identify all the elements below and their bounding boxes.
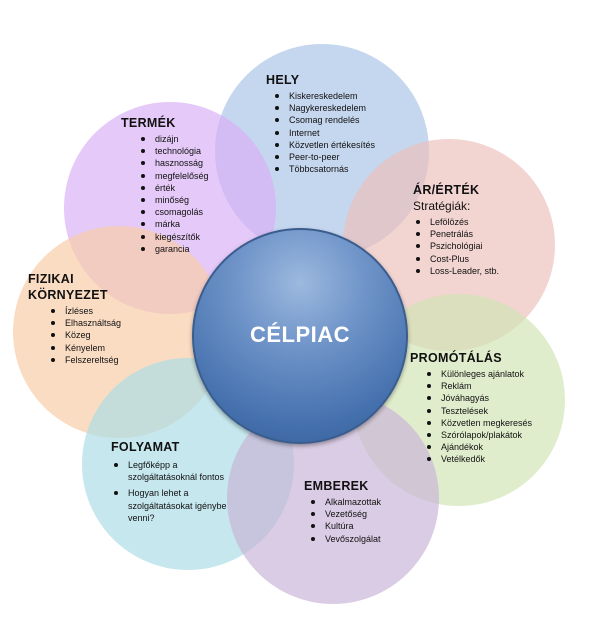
- fizikai-kornyezet-block: FIZIKAI KÖRNYEZET Ízléses Elhasználtság …: [28, 271, 121, 366]
- list-item: Vetélkedők: [424, 453, 532, 465]
- list-item: Elhasználtság: [48, 317, 121, 329]
- list-item: Közvetlen értékesítés: [272, 139, 375, 151]
- termek-list: dizájn technológia hasznosság megfelelős…: [138, 133, 209, 255]
- list-item: Pszichológiai: [413, 240, 499, 252]
- list-item: technológia: [138, 145, 209, 157]
- list-item: márka: [138, 218, 209, 230]
- ar-ertek-subtitle: Stratégiák:: [413, 199, 471, 213]
- center-label: CÉLPIAC: [249, 322, 351, 347]
- list-item: Ajándékok: [424, 441, 532, 453]
- list-item: Kényelem: [48, 342, 121, 354]
- promotalas-list: Különleges ajánlatok Reklám Jóváhagyás T…: [424, 368, 532, 466]
- emberek-list: Alkalmazottak Vezetőség Kultúra Vevőszol…: [308, 496, 381, 545]
- fizikai-title-line2: KÖRNYEZET: [28, 288, 108, 302]
- list-item: Jóváhagyás: [424, 392, 532, 404]
- center-circle: CÉLPIAC: [192, 228, 408, 444]
- list-item: Penetrálás: [413, 228, 499, 240]
- ar-ertek-block: ÁR/ÉRTÉK Stratégiák: Lefölözés Penetrálá…: [413, 182, 499, 277]
- list-item: Reklám: [424, 380, 532, 392]
- list-item: Internet: [272, 127, 375, 139]
- folyamat-title: FOLYAMAT: [111, 440, 180, 454]
- list-item: megfelelőség: [138, 170, 209, 182]
- list-item: Felszereltség: [48, 354, 121, 366]
- list-item: Közeg: [48, 329, 121, 341]
- ar-ertek-list: Lefölözés Penetrálás Pszichológiai Cost-…: [413, 216, 499, 277]
- list-item: Hogyan lehet a szolgáltatásokat igénybe …: [111, 487, 228, 524]
- list-item: Többcsatornás: [272, 163, 375, 175]
- hely-list: Kiskereskedelem Nagykereskedelem Csomag …: [272, 90, 375, 175]
- list-item: Ízléses: [48, 305, 121, 317]
- list-item: Szórólapok/plakátok: [424, 429, 532, 441]
- list-item: Vevőszolgálat: [308, 533, 381, 545]
- list-item: Közvetlen megkeresés: [424, 417, 532, 429]
- list-item: Loss-Leader, stb.: [413, 265, 499, 277]
- list-item: garancia: [138, 243, 209, 255]
- hely-block: HELY Kiskereskedelem Nagykereskedelem Cs…: [266, 72, 375, 175]
- hely-title: HELY: [266, 73, 300, 87]
- list-item: hasznosság: [138, 157, 209, 169]
- fizikai-title-line1: FIZIKAI: [28, 272, 74, 286]
- list-item: Vezetőség: [308, 508, 381, 520]
- list-item: Nagykereskedelem: [272, 102, 375, 114]
- list-item: Alkalmazottak: [308, 496, 381, 508]
- list-item: Peer-to-peer: [272, 151, 375, 163]
- list-item: Legfőképp a szolgáltatásoknál fontos: [111, 459, 228, 483]
- list-item: Cost-Plus: [413, 253, 499, 265]
- list-item: Tesztelések: [424, 405, 532, 417]
- promotalas-block: PROMÓTÁLÁS Különleges ajánlatok Reklám J…: [410, 350, 532, 466]
- list-item: Lefölözés: [413, 216, 499, 228]
- folyamat-block: FOLYAMAT Legfőképp a szolgáltatásoknál f…: [111, 439, 228, 528]
- list-item: érték: [138, 182, 209, 194]
- termek-title: TERMÉK: [121, 116, 176, 130]
- list-item: Kultúra: [308, 520, 381, 532]
- folyamat-list: Legfőképp a szolgáltatásoknál fontos Hog…: [111, 459, 228, 524]
- emberek-title: EMBEREK: [304, 479, 369, 493]
- list-item: csomagolás: [138, 206, 209, 218]
- promotalas-title: PROMÓTÁLÁS: [410, 351, 502, 365]
- ar-ertek-title: ÁR/ÉRTÉK: [413, 183, 480, 197]
- list-item: Kiskereskedelem: [272, 90, 375, 102]
- list-item: Különleges ajánlatok: [424, 368, 532, 380]
- list-item: minőség: [138, 194, 209, 206]
- list-item: dizájn: [138, 133, 209, 145]
- fizikai-list: Ízléses Elhasználtság Közeg Kényelem Fel…: [48, 305, 121, 366]
- list-item: kiegészítők: [138, 231, 209, 243]
- termek-block: TERMÉK dizájn technológia hasznosság meg…: [121, 115, 209, 255]
- emberek-block: EMBEREK Alkalmazottak Vezetőség Kultúra …: [304, 478, 381, 545]
- list-item: Csomag rendelés: [272, 114, 375, 126]
